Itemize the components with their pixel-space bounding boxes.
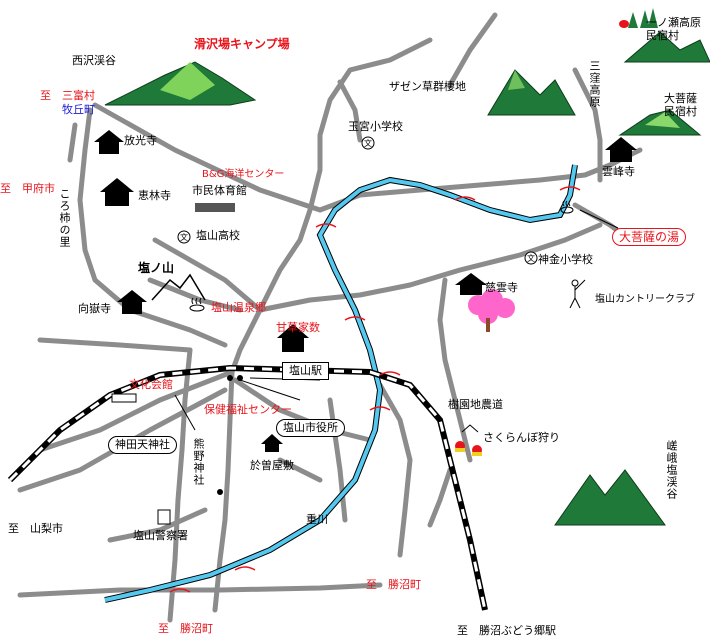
temple-icons (94, 130, 637, 452)
bridge-marks (169, 186, 581, 593)
label-enzan-high: 塩山高校 (196, 229, 240, 242)
label-police: 塩山警察署 (133, 529, 188, 542)
mountain-daibosatsu-icon (618, 109, 702, 136)
label-nishizawa: 西沢渓谷 (72, 54, 116, 67)
sakura-tree-icon (468, 289, 515, 332)
golfer-icon (569, 279, 586, 309)
label-fuefuki: 重川 (306, 513, 328, 526)
ichinose-trees-icon (619, 8, 658, 28)
label-enzan-onsen: 塩山温泉郷 (211, 301, 266, 314)
osone-house-icon (261, 434, 283, 452)
label-korogaki: ころ柿の里 (58, 188, 71, 248)
camp-title: 滑沢場キャンプ場 (194, 37, 290, 51)
dest-katsunuma-bottom: 至 勝沼町 (158, 622, 213, 635)
label-kogyoji: 向嶽寺 (78, 302, 111, 315)
railway (7, 364, 488, 611)
temple-hoshoji-icon (94, 130, 124, 154)
dest-budo-station: 至 勝沼ぶどう郷駅 (457, 624, 556, 637)
svg-text:文: 文 (180, 232, 188, 242)
label-bunka-kaikan: 文化会館 (129, 378, 173, 391)
label-kanda-shrine: 神田天神社 (108, 436, 177, 454)
label-hoshoji: 放光寺 (124, 134, 157, 147)
mountain-shionoyama-icon (151, 273, 206, 301)
mountain-ichinose-icon (623, 31, 710, 63)
school-enzan-high-icon (177, 230, 191, 244)
amakasu-house-icon (277, 324, 309, 352)
dest-mitomi: 至 三富村 (40, 89, 95, 102)
label-amakasu: 甘草家数 (276, 321, 320, 334)
label-hoken-center: 保健福祉センター (204, 403, 292, 416)
label-tamamiya-school: 玉宮小学校 (348, 120, 403, 133)
school-icons (177, 136, 538, 265)
roads (17, 12, 643, 623)
label-sannomiya: 三窪高原 (588, 60, 601, 108)
label-daibosatsu-onsen: 大菩薩の湯 (612, 228, 687, 246)
label-jiunji: 慈雲寺 (485, 281, 518, 294)
label-zazen: ザゼン草群棲地 (389, 80, 466, 93)
label-shionoyama: 塩ノ山 (138, 261, 175, 275)
label-ichinose: 一ノ瀬高原 民宿村 (646, 16, 701, 42)
mountain-hinoki-icon (554, 469, 666, 526)
mountains (104, 31, 710, 526)
svg-text:文: 文 (527, 253, 535, 263)
dest-katsunuma-mid: 至 勝沼町 (366, 578, 421, 591)
label-hinokisawa: 嵯峨塩渓谷 (665, 440, 678, 500)
label-enzan-station: 塩山駅 (282, 362, 329, 380)
school-tamamiya-icon (361, 136, 375, 150)
mountain-zazen-icon (487, 69, 576, 116)
label-jushu-road: 樹園地農道 (448, 398, 503, 411)
temple-jiunji-icon (455, 273, 487, 295)
temple-kogyoji-icon (117, 290, 147, 314)
temple-unpoji-icon (605, 137, 637, 162)
station-markers (111, 203, 243, 525)
label-country-club: 塩山カントリークラブ (595, 294, 695, 305)
river (104, 164, 578, 603)
dest-kofu: 至 甲府市 (0, 182, 55, 195)
cherry-icon (455, 424, 482, 456)
label-bg-center: B&G海洋センター (202, 169, 285, 180)
label-osone: 於曽屋敷 (250, 459, 294, 472)
label-unpoji: 雲峰寺 (602, 165, 635, 178)
mountain-nishizawa-icon (104, 61, 257, 106)
dest-makioka: 牧丘町 (62, 103, 95, 116)
label-kumano-shrine: 熊野神社 (192, 438, 205, 486)
label-city-office: 塩山市役所 (276, 419, 345, 437)
label-cherry-picking: さくらんぼ狩り (483, 431, 560, 444)
label-kanekane-school: 神金小学校 (538, 253, 593, 266)
label-erinji: 恵林寺 (138, 189, 171, 202)
onsen-icons (189, 200, 574, 312)
label-daibosatsu-village: 大菩薩 民宿村 (664, 92, 697, 118)
school-kanekane-icon (524, 251, 538, 265)
svg-text:文: 文 (364, 138, 372, 148)
temple-erinji-icon (100, 178, 134, 206)
dest-yamanashi: 至 山梨市 (8, 522, 63, 535)
label-gym: 市民体育館 (192, 184, 247, 197)
